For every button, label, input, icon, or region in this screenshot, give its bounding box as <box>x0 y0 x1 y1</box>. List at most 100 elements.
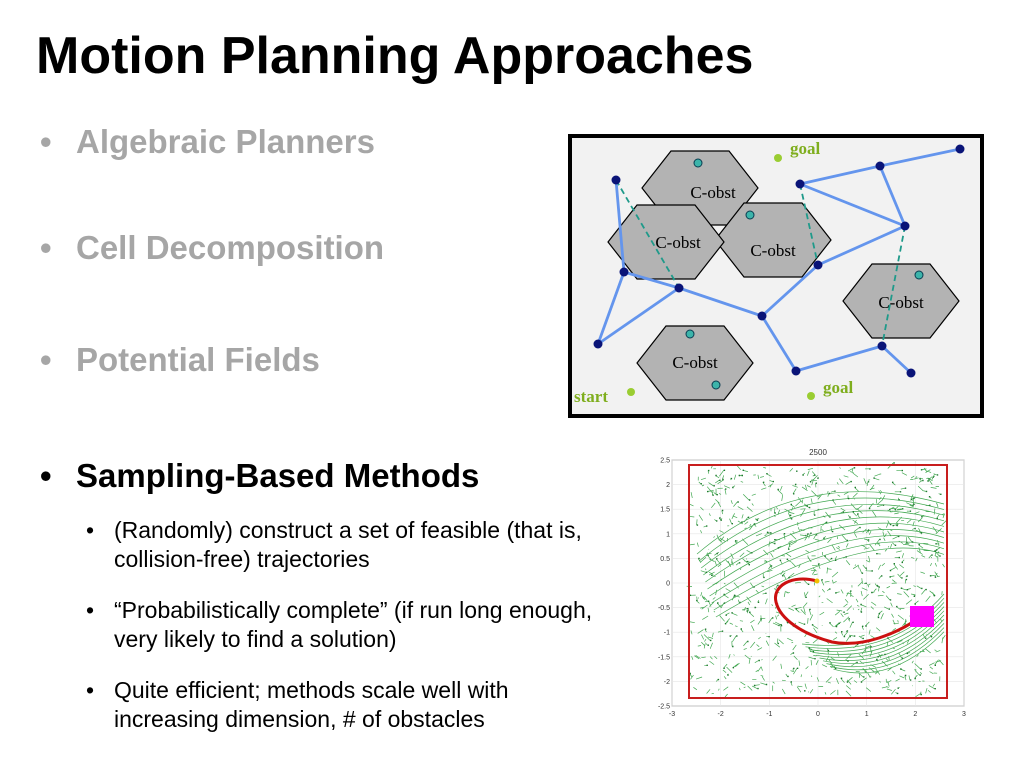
sub-bullet-text: (Randomly) construct a set of feasible (… <box>114 517 582 573</box>
roadmap-edge <box>614 179 626 273</box>
y-tick-label: -2 <box>664 679 670 686</box>
start-dot <box>627 388 635 396</box>
goal-label: goal <box>823 378 854 397</box>
sub-bullet-text: Quite efficient; methods scale well with… <box>114 677 509 733</box>
roadmap-node <box>611 175 621 185</box>
x-tick-label: 3 <box>962 711 966 718</box>
roadmap-edge <box>678 286 763 318</box>
x-tick-label: -1 <box>766 711 772 718</box>
bullet-dot: • <box>40 123 52 160</box>
bullet-label: Potential Fields <box>76 341 320 378</box>
sub-bullet-probabilistically-complete: •“Probabilistically complete” (if run lo… <box>86 596 612 655</box>
roadmap-edge <box>799 164 881 186</box>
blocked-edge <box>615 179 680 289</box>
roadmap-edge <box>799 182 906 228</box>
x-tick-label: -2 <box>718 711 724 718</box>
obstacle-label: C-obst <box>750 241 796 260</box>
x-tick-labels: -3 -2 -1 0 1 2 3 <box>669 711 966 718</box>
bullet-dot: • <box>40 457 52 494</box>
obstacle-label: C-obst <box>690 183 736 202</box>
x-tick-label: 0 <box>816 711 820 718</box>
roadmap-node <box>795 179 805 189</box>
y-tick-label: -0.5 <box>658 605 670 612</box>
y-tick-label: -1.5 <box>658 654 670 661</box>
rrt-plot: 2500 -3 -2 -1 0 1 2 3 2.5 2 1.5 1 0.5 0 -0.5 -1 -1.5 -2… <box>658 448 966 718</box>
roadmap-node <box>813 260 823 270</box>
roadmap-edges <box>596 147 961 375</box>
roadmap-node <box>674 283 684 293</box>
roadmap-node <box>619 267 629 277</box>
sample-dot <box>745 210 755 220</box>
c-obstacle: C-obst <box>714 202 832 278</box>
start-label: start <box>574 387 608 406</box>
goal-marker-bottom: goal <box>807 378 854 400</box>
y-tick-label: 0.5 <box>660 556 670 563</box>
y-tick-label: 2.5 <box>660 458 670 465</box>
y-tick-label: 1.5 <box>660 507 670 514</box>
sample-dot <box>693 158 703 168</box>
roadmap-edge <box>623 270 680 290</box>
roadmap-node <box>757 311 767 321</box>
sub-bullet-dot: • <box>86 517 95 543</box>
goal-region <box>910 606 934 627</box>
y-tick-label: -2.5 <box>658 704 670 711</box>
c-obstacle: C-obst <box>607 204 725 280</box>
roadmap-node <box>875 161 885 171</box>
bullet-dot: • <box>40 229 52 266</box>
x-tick-label: -3 <box>669 711 675 718</box>
roadmap-edge <box>881 344 912 375</box>
sample-dot <box>685 329 695 339</box>
roadmap-edge <box>817 224 906 267</box>
tree-branches <box>686 462 947 698</box>
solution-path <box>774 577 923 645</box>
roadmap-node <box>906 368 916 378</box>
roadmap-edge <box>596 271 626 345</box>
goal-label: goal <box>790 139 821 158</box>
obstacle-hexagon <box>842 263 960 339</box>
sub-bullet-dot: • <box>86 677 95 703</box>
goal-marker-top: goal <box>774 139 821 162</box>
c-obstacle: C-obst <box>636 325 754 401</box>
roadmap-node <box>900 221 910 231</box>
obstacle-hexagon <box>714 202 832 278</box>
roadmap-edge <box>878 165 907 227</box>
y-tick-label: -1 <box>664 630 670 637</box>
sub-bullet-efficiency: • Quite efficient; methods scale well wit… <box>86 676 612 735</box>
bullet-label: Sampling-Based Methods <box>76 457 480 494</box>
start-point <box>814 578 820 584</box>
obstacle-label: C-obst <box>878 293 924 312</box>
obstacle-hexagon <box>636 325 754 401</box>
obstacle-label: C-obst <box>655 233 701 252</box>
bullet-algebraic-planners: • Algebraic Planners <box>40 123 375 160</box>
roadmap-edge <box>761 263 819 318</box>
sample-dot <box>914 270 924 280</box>
roadmap-node <box>791 366 801 376</box>
bullet-cell-decomposition: • Cell Decomposition <box>40 229 385 266</box>
x-tick-label: 1 <box>865 711 869 718</box>
roadmap-nodes <box>593 144 965 378</box>
goal-dot <box>807 392 815 400</box>
rrt-tree <box>686 462 947 698</box>
y-tick-labels: 2.521.510.50-0.5-1-1.5-2-2.5 <box>658 458 670 711</box>
slide-title: Motion Planning Approaches <box>36 27 754 85</box>
sub-bullet-text: “Probabilistically complete” (if run lon… <box>114 597 593 653</box>
bullet-label: Algebraic Planners <box>76 123 375 160</box>
bullet-dot: • <box>40 341 52 378</box>
obstacle-hexagon <box>607 204 725 280</box>
roadmap-edge <box>597 286 680 346</box>
start-marker: start <box>574 387 635 406</box>
sub-bullet-construct-trajectories: • (Randomly) construct a set of feasible … <box>86 516 612 575</box>
goal-dot <box>774 154 782 162</box>
roadmap-node <box>593 339 603 349</box>
obstacle-label: C-obst <box>672 353 718 372</box>
roadmap-node <box>955 144 965 154</box>
workspace-boundary <box>688 464 948 699</box>
x-tick-label: 2 <box>913 711 917 718</box>
bullet-potential-fields: • Potential Fields <box>40 341 320 378</box>
tree-vertices <box>689 462 942 696</box>
plot-title: 2500 <box>809 448 827 457</box>
bullet-label: Cell Decomposition <box>76 229 385 266</box>
roadmap-edge <box>795 344 883 373</box>
